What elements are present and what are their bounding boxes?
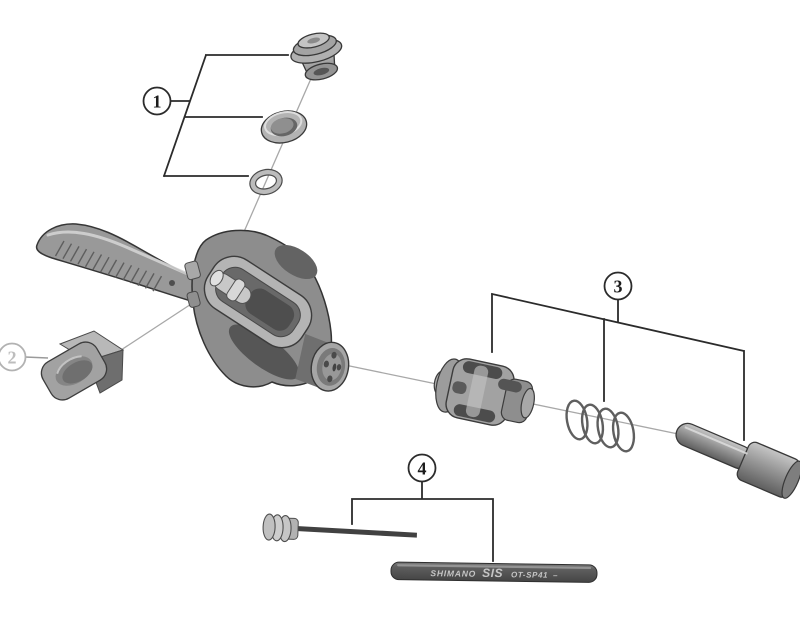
callout-4: 4 [407,453,437,483]
lever-blade-part [35,223,213,307]
washer-part [260,110,308,144]
body-left-tab-lower [186,290,201,308]
axis-line-top [235,57,321,251]
callout-2-label: 2 [8,348,17,368]
body-top-shadow [274,244,318,280]
barrel-adjuster-part [433,358,535,426]
cap-nut-part [290,32,343,81]
body-left-tab-upper [184,260,201,281]
inner-cable-part [262,513,417,543]
callout-4-label: 4 [418,459,427,479]
lever-cover-part [40,330,125,401]
callout-3-label: 3 [614,277,623,297]
cable-anchor-boss [209,269,252,304]
lever-grip-ridges [54,240,163,292]
o-ring-part [249,168,283,196]
shifter-body-part [184,229,333,388]
callout-3-bracket [490,292,746,441]
callout-1-label: 1 [153,92,162,112]
callout-2: 2 [0,342,27,372]
inner-cable-wire [295,525,417,538]
callout-1: 1 [142,86,172,116]
clamp-barrel-part [295,333,350,392]
callout-2-leader-line [24,356,49,359]
callout-4-bracket [351,480,494,562]
lever-pivot-hole [169,280,175,286]
body-bottom-shadow [228,324,300,380]
spring-part [565,399,636,453]
adjuster-boot-part [675,422,800,499]
callout-3: 3 [603,271,633,301]
callout-1-bracket [162,53,289,178]
